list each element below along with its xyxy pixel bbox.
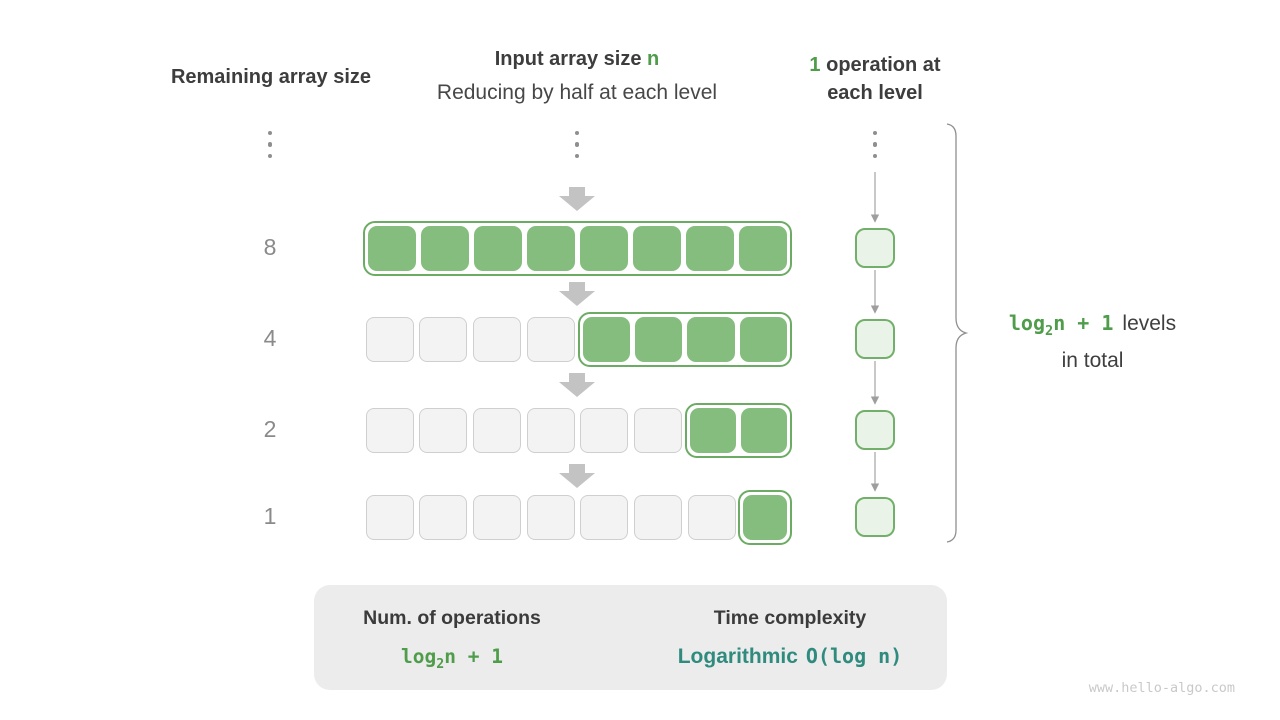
array-cell-active [582, 317, 630, 362]
array-level-row [363, 312, 792, 367]
active-subarray-group [363, 221, 792, 276]
array-cell-discarded [687, 495, 736, 540]
levels-brace [946, 123, 969, 543]
array-cell-active [634, 317, 683, 362]
column-header-operations: 1 operation at each level [809, 54, 941, 104]
ellipsis-icon [266, 131, 274, 159]
column-header-remaining-size: Remaining array size [170, 66, 372, 88]
row-size-label: 2 [263, 416, 277, 442]
array-cell-discarded [365, 408, 414, 453]
array-level-row [363, 221, 792, 276]
array-cell-discarded [419, 317, 468, 362]
active-subarray-group [577, 312, 792, 367]
row-size-label: 1 [263, 503, 277, 529]
operations-count-title: Num. of operations [363, 607, 541, 629]
array-cell-active [421, 226, 469, 271]
array-cell-discarded [526, 408, 575, 453]
array-cell-discarded [473, 317, 522, 362]
array-cell-discarded [526, 495, 575, 540]
operation-box [855, 410, 895, 450]
array-cell-discarded [473, 495, 522, 540]
operation-box [855, 228, 895, 268]
array-cell-active [687, 317, 735, 362]
array-cell-discarded [580, 408, 629, 453]
array-cell-discarded [365, 317, 414, 362]
array-cell-active [739, 317, 787, 362]
array-cell-active [686, 226, 734, 271]
highlight-n: n [647, 48, 660, 70]
ellipsis-icon [871, 131, 879, 159]
array-cell-discarded [526, 317, 575, 362]
array-level-row [363, 403, 792, 458]
array-cell-active [580, 226, 628, 271]
array-cell-active [689, 408, 736, 453]
watermark: www.hello-algo.com [1088, 680, 1235, 696]
summary-panel [314, 585, 947, 690]
array-cell-discarded [419, 495, 468, 540]
array-cell-active [743, 495, 787, 540]
levels-formula: log2n + 1 [1008, 311, 1114, 339]
array-cell-active [740, 408, 787, 453]
row-size-label: 8 [263, 234, 277, 260]
reduce-arrow-icon [559, 187, 595, 488]
column-header-input-size: Input array size n Reducing by half at e… [407, 48, 747, 105]
array-cell-active [527, 226, 575, 271]
active-subarray-group [684, 403, 792, 458]
operation-box [855, 497, 895, 537]
operations-count-formula: log2n + 1 [401, 645, 503, 672]
array-cell-active [739, 226, 787, 271]
active-subarray-group [738, 490, 792, 545]
array-cell-discarded [633, 495, 682, 540]
array-cell-discarded [419, 408, 468, 453]
time-complexity-title: Time complexity [713, 607, 867, 629]
row-size-label: 4 [263, 325, 277, 351]
array-cell-discarded [473, 408, 522, 453]
array-cell-discarded [580, 495, 629, 540]
highlight-1: 1 [809, 54, 821, 76]
operation-box [855, 319, 895, 359]
array-cell-active [368, 226, 416, 271]
input-size-subtitle: Reducing by half at each level [436, 81, 718, 104]
array-cell-active [633, 226, 681, 271]
array-level-row [363, 490, 792, 545]
ellipsis-icon [573, 131, 581, 159]
array-cell-active [474, 226, 522, 271]
input-size-title: Input array size n [494, 48, 660, 70]
array-cell-discarded [365, 495, 414, 540]
array-cell-discarded [633, 408, 682, 453]
